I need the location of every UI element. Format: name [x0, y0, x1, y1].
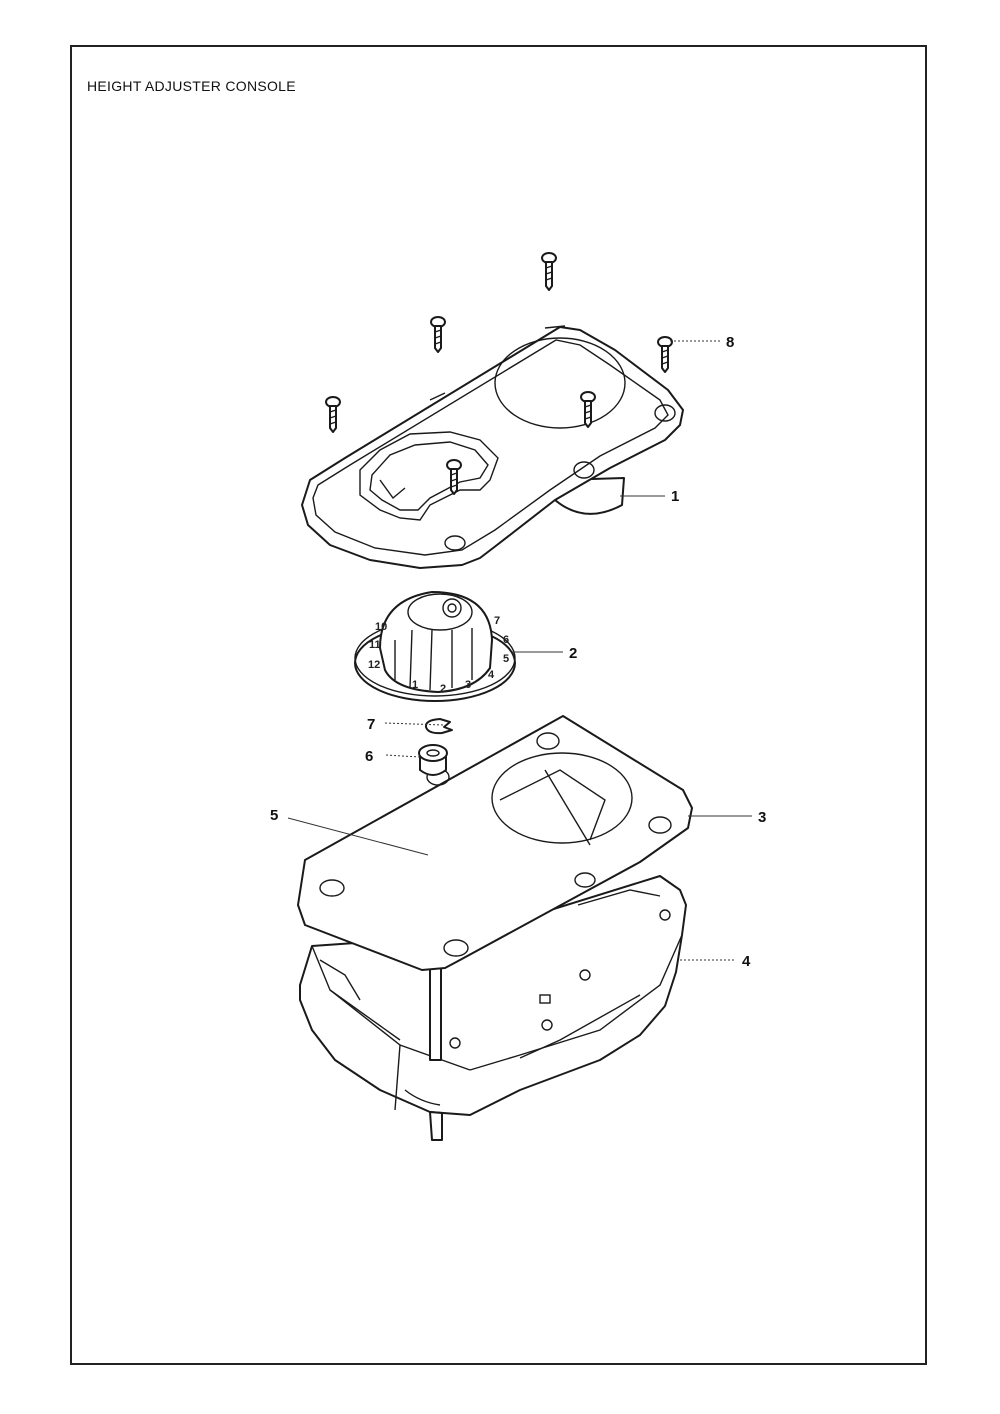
screw [325, 396, 341, 433]
dial-number: 3 [465, 679, 471, 691]
leader-lines [287, 340, 752, 961]
part-3-plate [297, 715, 693, 971]
page-title: HEIGHT ADJUSTER CONSOLE [87, 78, 296, 94]
dial-number: 5 [503, 653, 509, 665]
callout-7: 7 [367, 716, 375, 733]
dial-number: 2 [440, 683, 446, 695]
dial-number: 11 [369, 639, 381, 651]
part-8-screws [325, 252, 673, 495]
part-7-e-clip [424, 718, 453, 735]
callout-8: 8 [726, 334, 734, 351]
dial-number: 6 [503, 634, 509, 646]
screw [446, 459, 462, 495]
dial-number: 10 [375, 621, 387, 633]
screw [657, 336, 673, 373]
part-6-bushing [418, 744, 448, 776]
callout-2: 2 [569, 645, 577, 662]
screw [580, 391, 596, 428]
callout-5: 5 [270, 807, 278, 824]
dial-number: 12 [368, 659, 380, 671]
callout-1: 1 [671, 488, 679, 505]
screw [541, 252, 557, 291]
part-1-upper-cover [301, 325, 684, 569]
dial-number: 7 [494, 615, 500, 627]
callouts: 8 1 2 7 6 3 5 4 [270, 334, 766, 970]
callout-4: 4 [742, 953, 751, 970]
dial-number: 4 [488, 669, 495, 681]
callout-3: 3 [758, 809, 766, 826]
drawing-frame [70, 45, 927, 1365]
screw [430, 316, 446, 353]
part-2-dial-knob: 12 11 10 7 6 5 4 3 2 1 [354, 591, 516, 702]
dial-number: 1 [412, 679, 418, 691]
part-4-lower-housing [299, 875, 687, 1141]
callout-6: 6 [365, 748, 373, 765]
